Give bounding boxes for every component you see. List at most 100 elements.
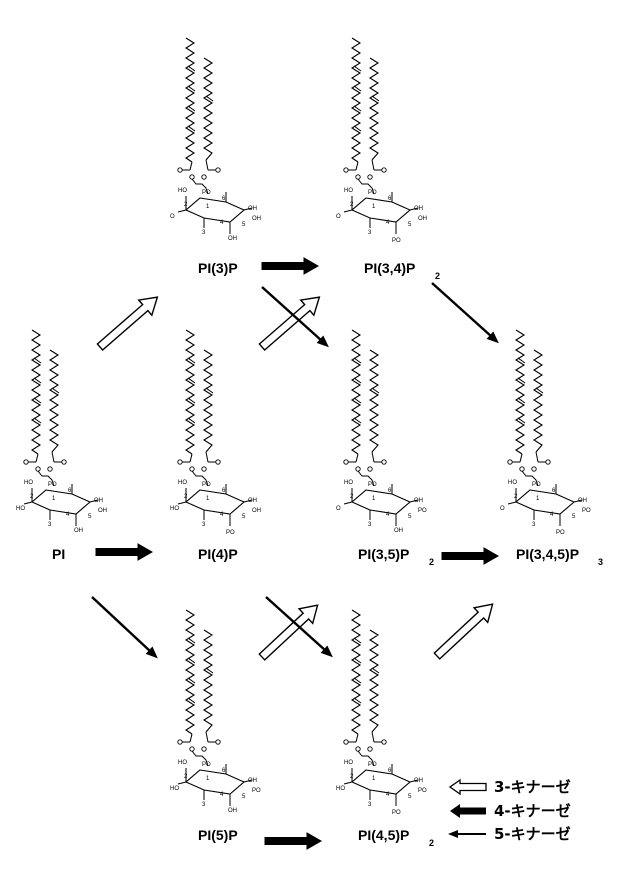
svg-text:6: 6 <box>552 488 556 494</box>
svg-text:O: O <box>336 506 341 512</box>
svg-text:OH: OH <box>248 206 257 212</box>
svg-text:PI(3,4,5)P: PI(3,4,5)P <box>516 546 579 562</box>
svg-text:6: 6 <box>222 196 226 202</box>
svg-text:2: 2 <box>184 202 188 208</box>
svg-text:PO: PO <box>556 530 565 536</box>
svg-text:O: O <box>336 214 341 220</box>
svg-text:2: 2 <box>350 774 354 780</box>
label-pi: PI <box>52 546 65 562</box>
svg-text:PO: PO <box>392 810 401 816</box>
svg-text:3: 3 <box>202 230 206 236</box>
svg-text:5: 5 <box>242 514 246 520</box>
arrow-3kinase-pi-to-pi3p <box>92 288 165 356</box>
ring-labels-pi35p2: HO PO 6 OH 2 1 O 3 4 OH 5 PO <box>336 480 427 534</box>
svg-text:4: 4 <box>386 220 390 226</box>
label-pi45p2: PI(4,5)P 2 <box>358 827 434 848</box>
svg-text:6: 6 <box>388 488 392 494</box>
svg-text:HO: HO <box>344 188 353 194</box>
arrow-4kinase-pi-to-pi4p <box>95 543 153 561</box>
svg-text:PO: PO <box>252 788 261 794</box>
svg-text:O: O <box>500 506 505 512</box>
svg-text:2: 2 <box>30 494 34 500</box>
arrow-5kinase-pi-to-pi5p <box>87 592 163 664</box>
svg-text:OH: OH <box>94 498 103 504</box>
ring-labels-pi3p: HO PO 6 OH 2 1 O 3 4 OH 5 OH <box>170 188 261 242</box>
svg-text:5: 5 <box>242 222 246 228</box>
svg-text:2: 2 <box>435 271 440 281</box>
svg-text:1: 1 <box>536 496 540 502</box>
svg-text:3: 3 <box>48 522 52 528</box>
label-pi5p: PI(5)P <box>198 827 238 843</box>
arrow-3kinase-pi4p-to-pi34p2 <box>254 288 327 356</box>
svg-text:OH: OH <box>98 508 107 514</box>
molecule-pi <box>23 329 99 527</box>
svg-text:1: 1 <box>372 204 376 210</box>
svg-text:OH: OH <box>394 528 403 534</box>
svg-text:HO: HO <box>16 506 25 512</box>
svg-text:6: 6 <box>222 768 226 774</box>
svg-text:4: 4 <box>386 792 390 798</box>
svg-text:OH: OH <box>228 808 237 814</box>
svg-text:4: 4 <box>220 512 224 518</box>
svg-text:3: 3 <box>532 522 536 528</box>
svg-text:5: 5 <box>408 794 412 800</box>
svg-text:1: 1 <box>52 496 56 502</box>
svg-text:4: 4 <box>386 512 390 518</box>
svg-text:PO: PO <box>368 762 377 768</box>
molecule-pi345p3 <box>507 329 583 527</box>
svg-text:OH: OH <box>414 498 423 504</box>
svg-text:3: 3 <box>368 522 372 528</box>
svg-text:HO: HO <box>170 786 179 792</box>
molecule-pi4p <box>177 329 253 527</box>
molecule-pi35p2 <box>343 329 419 527</box>
svg-text:HO: HO <box>24 480 33 486</box>
ring-labels-pi4p: HO PO 6 OH 2 1 HO 3 4 PO 5 OH <box>170 480 261 536</box>
svg-text:HO: HO <box>178 760 187 766</box>
svg-text:6: 6 <box>388 196 392 202</box>
svg-text:2: 2 <box>514 494 518 500</box>
svg-text:HO: HO <box>170 506 179 512</box>
ring-labels-pi5p: HO PO 6 OH 2 1 HO 3 4 OH 5 PO <box>170 760 261 814</box>
ring-labels-pi45p2: HO PO 6 OH 2 1 HO 3 4 PO 5 PO <box>336 760 427 816</box>
svg-text:5: 5 <box>88 514 92 520</box>
svg-text:2: 2 <box>350 494 354 500</box>
svg-text:HO: HO <box>178 480 187 486</box>
ring-labels-pi345p3: HO PO 6 OH 2 1 O 3 4 PO 5 PO <box>500 480 591 536</box>
svg-text:PO: PO <box>418 508 427 514</box>
svg-text:PO: PO <box>202 762 211 768</box>
arrow-4kinase-pi3p-to-pi34p2 <box>261 257 319 275</box>
svg-text:HO: HO <box>344 760 353 766</box>
svg-text:5: 5 <box>242 794 246 800</box>
svg-text:OH: OH <box>578 498 587 504</box>
svg-text:PO: PO <box>226 530 235 536</box>
svg-text:PO: PO <box>202 482 211 488</box>
legend-5kinase-label: 5-キナーゼ <box>494 825 571 843</box>
svg-text:PI(4,5)P: PI(4,5)P <box>358 827 409 843</box>
molecule-pi34p2 <box>343 37 419 235</box>
svg-text:3: 3 <box>202 522 206 528</box>
svg-text:PO: PO <box>392 238 401 244</box>
molecule-pi3p <box>177 37 253 235</box>
ring-labels-pi34p2: HO PO 6 OH 2 1 O 3 4 PO 5 OH <box>336 188 427 244</box>
svg-text:5: 5 <box>408 514 412 520</box>
svg-text:OH: OH <box>252 508 261 514</box>
svg-text:6: 6 <box>222 488 226 494</box>
svg-text:PO: PO <box>202 190 211 196</box>
svg-text:OH: OH <box>418 216 427 222</box>
legend: 3-キナーゼ 4-キナーゼ 5-キナーゼ <box>448 778 571 843</box>
svg-text:HO: HO <box>336 786 345 792</box>
arrow-4kinase-pi5p-to-pi45p2 <box>264 832 322 850</box>
svg-text:OH: OH <box>252 216 261 222</box>
label-pi3p: PI(3)P <box>198 260 238 276</box>
svg-text:PI(3,4)P: PI(3,4)P <box>364 260 415 276</box>
label-pi345p3: PI(3,4,5)P 3 <box>516 546 603 567</box>
svg-text:HO: HO <box>344 480 353 486</box>
svg-text:PI(3,5)P: PI(3,5)P <box>358 546 409 562</box>
svg-text:HO: HO <box>508 480 517 486</box>
svg-text:1: 1 <box>372 496 376 502</box>
svg-text:PO: PO <box>368 482 377 488</box>
svg-text:PO: PO <box>582 508 591 514</box>
arrow-5kinase-pi34p2-to-pi345p3 <box>427 278 504 349</box>
svg-text:2: 2 <box>429 557 434 567</box>
svg-text:PO: PO <box>48 482 57 488</box>
